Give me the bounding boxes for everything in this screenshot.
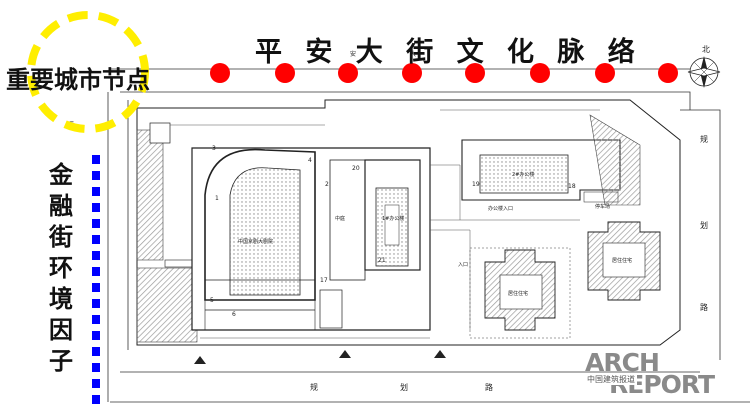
red-dots-row xyxy=(210,63,678,83)
label-n17: 17 xyxy=(320,277,328,284)
label-east-gui: 规 xyxy=(700,134,708,144)
label-south-gui: 规 xyxy=(310,382,318,392)
label-n20: 20 xyxy=(352,165,360,172)
red-dot xyxy=(658,63,678,83)
finance-char: 街 xyxy=(49,223,73,251)
logo-subtitle: 中国建筑报道 xyxy=(585,374,637,385)
office-core-inner xyxy=(384,204,400,246)
red-dot xyxy=(595,63,615,83)
label-east-lu: 路 xyxy=(700,302,708,312)
city-node-title: 重要城市节点 xyxy=(6,66,150,94)
label-south-hua: 划 xyxy=(400,382,408,392)
red-dot xyxy=(210,63,230,83)
finance-char: 金 xyxy=(49,161,73,189)
label-south-lu: 路 xyxy=(485,382,493,392)
label-center: 中庭 xyxy=(335,215,345,222)
residential-1 xyxy=(484,249,556,331)
finance-street-title: 金 融 街 环 境 因 子 xyxy=(46,160,76,377)
label-office-2: 2#办公楼 xyxy=(512,171,534,178)
site-boundary xyxy=(136,99,681,346)
entry-block xyxy=(319,289,343,329)
label-resi-1: 居住住宅 xyxy=(508,290,528,297)
red-dot xyxy=(465,63,485,83)
label-theater: 中国京剧大剧院 xyxy=(238,238,273,245)
label-n18: 18 xyxy=(568,183,576,190)
label-n19: 19 xyxy=(472,181,480,188)
label-n2: 2 xyxy=(325,181,329,188)
label-n4: 4 xyxy=(308,157,312,164)
atrium xyxy=(329,159,366,281)
label-entry-east: 入口 xyxy=(458,262,468,268)
label-an: 安 xyxy=(350,50,356,58)
node-dashed-circle xyxy=(27,11,149,133)
label-resi-2: 居住住宅 xyxy=(612,257,632,264)
label-n3: 3 xyxy=(212,145,216,152)
gate-box xyxy=(149,122,171,144)
south-arrows xyxy=(194,350,446,364)
label-entry-office: 办公楼入口 xyxy=(488,205,513,212)
arch-report-logo: ARCH REPORT 中国建筑报道 xyxy=(585,348,745,397)
resi-court xyxy=(469,247,571,339)
red-dot xyxy=(530,63,550,83)
north-arrow xyxy=(687,56,721,88)
finance-char: 境 xyxy=(49,285,73,313)
red-dot xyxy=(402,63,422,83)
label-da: 大 xyxy=(410,50,416,58)
east-bar xyxy=(583,191,619,203)
red-dot xyxy=(338,63,358,83)
internal-lines xyxy=(170,109,600,339)
label-parking: 停车场 xyxy=(595,203,610,210)
label-north: 北 xyxy=(702,45,710,54)
gate-bar xyxy=(164,259,194,268)
podium-strip xyxy=(204,299,316,331)
label-office-1: 1#办公楼 xyxy=(382,215,404,222)
residential-2 xyxy=(587,221,661,301)
east-hatch xyxy=(589,114,641,206)
office-core-2 xyxy=(479,154,569,194)
label-n1: 1 xyxy=(215,195,219,202)
label-n5: 5 xyxy=(210,297,214,304)
logo-line-1: ARCH xyxy=(585,348,660,377)
avenue-culture-title: 平 安 大 街 文 化 脉 络 xyxy=(255,37,642,68)
road-lines xyxy=(107,91,750,403)
finance-char: 融 xyxy=(49,192,73,220)
label-n6: 6 xyxy=(232,311,236,318)
southwest-hatch xyxy=(136,267,198,343)
theater-hall xyxy=(229,167,301,296)
finance-char: 因 xyxy=(49,316,73,344)
finance-char: 子 xyxy=(49,347,73,375)
label-east-hua: 划 xyxy=(700,220,708,230)
west-hatch xyxy=(136,129,164,261)
label-n21: 21 xyxy=(378,257,386,264)
red-dot xyxy=(275,63,295,83)
finance-char: 环 xyxy=(49,254,73,282)
